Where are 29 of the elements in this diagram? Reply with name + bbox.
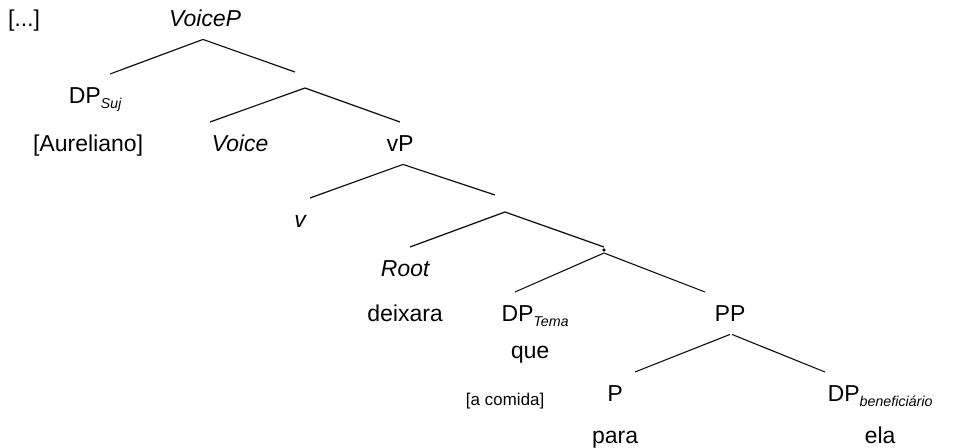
tree-branch <box>514 252 604 293</box>
terminal-word: que <box>510 337 550 364</box>
tree-branch <box>604 252 706 293</box>
terminal-word: [Aureliano] <box>33 130 143 156</box>
tree-label: DP$_{Tema}$ <box>501 300 569 330</box>
tree-label: v <box>294 206 306 232</box>
tree-label: Voice <box>212 130 268 156</box>
tree-label: DP$_{beneficiário}$ <box>828 380 932 410</box>
tree-branch <box>634 334 730 373</box>
tree-label: P <box>607 380 623 406</box>
terminal-word: [a comida] <box>466 390 544 410</box>
tree-label: vP <box>386 130 414 156</box>
tree-label: PP <box>714 300 746 326</box>
terminal-word: deixara <box>367 300 443 326</box>
ellipsis-note: [...] <box>8 5 40 32</box>
tree-branch <box>504 211 604 248</box>
tree-branch <box>402 164 496 196</box>
tree-branch <box>210 87 306 123</box>
tree-branch <box>202 38 296 73</box>
tree-label: Root <box>380 255 430 282</box>
tree-branch <box>310 164 404 199</box>
terminal-word: para <box>592 422 638 448</box>
terminal-word: ela <box>864 422 896 448</box>
tree-label: VoiceP <box>168 5 242 32</box>
tree-branch <box>732 334 826 373</box>
tree-branch <box>304 87 400 123</box>
tree-branch <box>110 38 204 75</box>
tree-branch <box>410 211 506 248</box>
tree-label: DP$_{Suj}$ <box>68 82 122 112</box>
